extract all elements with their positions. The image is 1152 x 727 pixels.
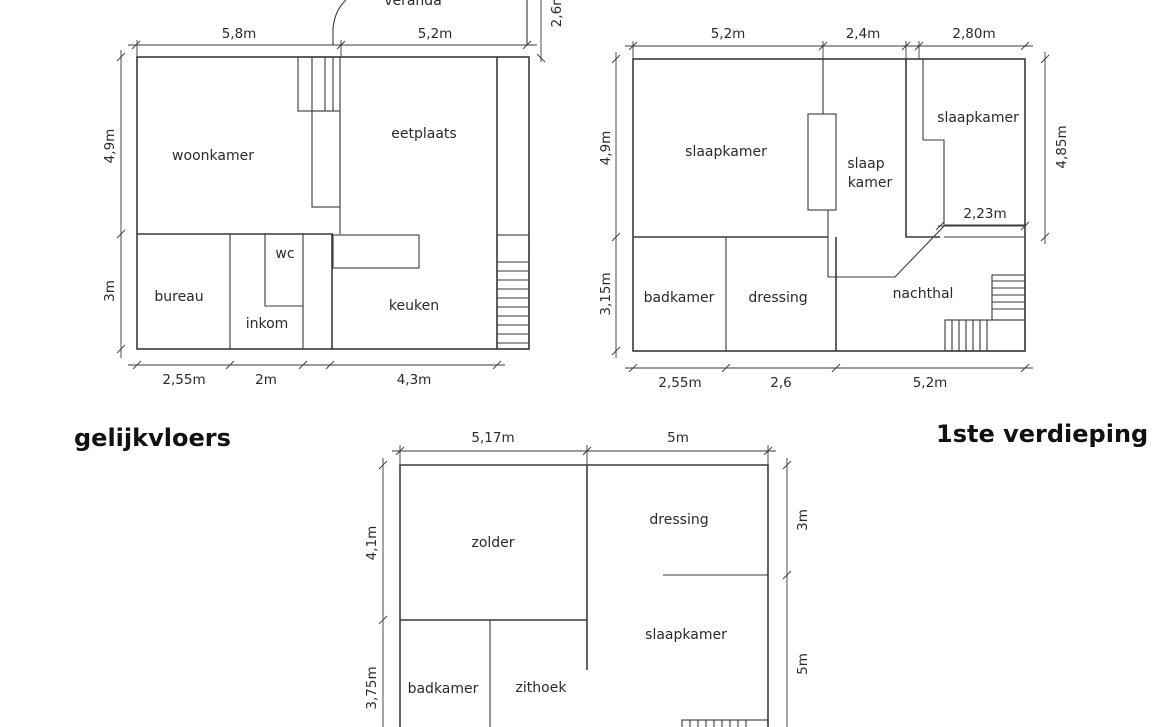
room-label-nachthal: nachthal xyxy=(893,286,954,302)
first-stair-upper-treads xyxy=(992,280,1025,310)
room-label-veranda: veranda xyxy=(384,0,442,9)
dim-label: 5,8m xyxy=(222,26,257,42)
ground-floor-plan: veranda woonkamer eetplaats wc bureau in… xyxy=(102,0,565,388)
dim-label: 2,80m xyxy=(952,26,995,42)
room-label-slaapkamer: slaapkamer xyxy=(685,144,767,160)
dim-label: 2,4m xyxy=(846,26,881,42)
dim-label: 5,2m xyxy=(913,375,948,391)
dim-label: 2,55m xyxy=(658,375,701,391)
first-stair-lower xyxy=(944,319,1026,352)
room-label-badkamer: badkamer xyxy=(644,290,715,306)
room-label-woonkamer: woonkamer xyxy=(172,148,254,164)
first-floor-plan: slaapkamer slaap kamer slaapkamer badkam… xyxy=(598,26,1070,391)
room-label-bureau: bureau xyxy=(154,289,203,305)
dim-label: 3m xyxy=(102,280,118,302)
room-label-slaapkamer-2: slaapkamer xyxy=(937,110,1019,126)
attic-stair-treads xyxy=(689,720,747,727)
room-label-inkom: inkom xyxy=(246,316,289,332)
dim-label: 2,55m xyxy=(162,372,205,388)
dim-label: 2,6m xyxy=(549,0,565,27)
attic-stair xyxy=(681,719,769,727)
first-hall-wall xyxy=(827,210,946,278)
dim-label: 4,9m xyxy=(102,129,118,164)
dim-label: 5,2m xyxy=(418,26,453,42)
dim-label: 2,6 xyxy=(770,375,791,391)
attic-floor-plan: zolder dressing slaapkamer badkamer zith… xyxy=(364,430,811,727)
first-wall-bedroom2 xyxy=(905,59,940,238)
dim-label: 5m xyxy=(795,653,811,675)
room-label-dressing: dressing xyxy=(649,512,708,528)
room-label-slaapkamer: slaapkamer xyxy=(645,627,727,643)
veranda-outline xyxy=(332,0,347,45)
dim-label: 4,9m xyxy=(598,131,614,166)
ground-kitchen-counter xyxy=(332,234,420,269)
room-label-zolder: zolder xyxy=(471,535,514,551)
dim-label: 4,85m xyxy=(1054,125,1070,168)
room-label-dressing: dressing xyxy=(748,290,807,306)
room-label-zithoek: zithoek xyxy=(516,680,568,696)
first-stair-lower-treads xyxy=(951,320,988,351)
room-label-keuken: keuken xyxy=(389,298,439,314)
dim-label: 3,15m xyxy=(598,272,614,315)
ground-wc-wall xyxy=(264,234,303,307)
room-label-kamer: kamer xyxy=(848,175,893,191)
first-dimension-lines xyxy=(611,41,1050,373)
room-label-badkamer: badkamer xyxy=(408,681,479,697)
ground-side-stair-treads xyxy=(497,261,529,344)
first-floor-title: 1ste verdieping xyxy=(936,420,1149,448)
attic-outer-wall xyxy=(399,464,769,727)
dim-label: 3,75m xyxy=(364,666,380,709)
room-label-eetplaats: eetplaats xyxy=(391,126,456,142)
first-wall-inner-box xyxy=(923,139,945,225)
room-label-slaap: slaap xyxy=(847,156,884,172)
dim-label: 5,2m xyxy=(711,26,746,42)
dim-label: 2m xyxy=(255,372,277,388)
ground-dimension-lines xyxy=(116,0,546,370)
dim-label: 5,17m xyxy=(471,430,514,446)
ground-stair-upper xyxy=(297,56,334,112)
ground-floor-title: gelijkvloers xyxy=(74,424,231,452)
dim-label: 5m xyxy=(667,430,689,446)
first-stair-upper xyxy=(991,274,1026,321)
ground-side-stair xyxy=(496,234,530,350)
dim-label: 3m xyxy=(795,509,811,531)
ground-stair-lower xyxy=(311,110,341,208)
first-stairwell xyxy=(807,113,837,211)
first-outer-wall xyxy=(632,58,1026,352)
dim-label: 4,3m xyxy=(397,372,432,388)
room-label-wc: wc xyxy=(275,246,294,262)
dim-label: 2,23m xyxy=(963,206,1006,222)
attic-dimension-lines xyxy=(378,445,792,727)
dim-label: 4,1m xyxy=(364,526,380,561)
